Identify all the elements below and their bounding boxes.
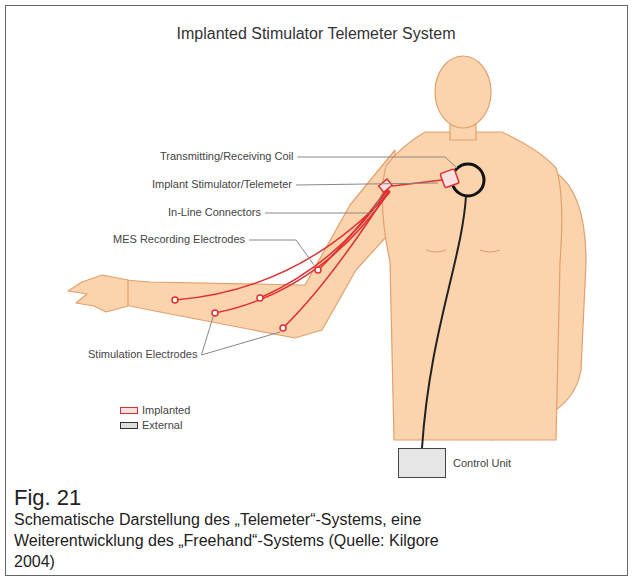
leader-line	[296, 183, 438, 185]
legend-swatch	[120, 407, 138, 414]
leader-line	[201, 317, 213, 355]
figure-number: Fig. 21	[14, 485, 81, 511]
caption: Schematische Darstellung des „Telemeter“…	[14, 509, 454, 572]
part-label: In-Line Connectors	[168, 206, 261, 219]
leader-line	[265, 194, 382, 213]
leader-line	[249, 240, 314, 265]
part-label: MES Recording Electrodes	[113, 233, 245, 246]
part-label: Implant Stimulator/Telemeter	[152, 178, 292, 191]
in-line-connector	[379, 179, 393, 192]
control-cable	[422, 196, 466, 448]
control-unit-box: Control Unit	[398, 448, 446, 478]
leader-line	[201, 332, 280, 355]
external-cable	[422, 164, 484, 448]
part-label: Transmitting/Receiving Coil	[160, 150, 293, 163]
node-label: Control Unit	[453, 457, 511, 469]
frame	[6, 6, 628, 576]
implant-stimulator	[440, 169, 459, 188]
title: Implanted Stimulator Telemeter System	[177, 25, 456, 42]
part-label: Stimulation Electrodes	[88, 348, 197, 361]
human-figure	[68, 56, 586, 440]
leader-line	[297, 157, 457, 168]
legend-swatch	[120, 422, 138, 429]
legend-text: Implanted	[142, 403, 190, 417]
legend-text: External	[142, 418, 182, 432]
implanted-parts	[172, 169, 459, 331]
